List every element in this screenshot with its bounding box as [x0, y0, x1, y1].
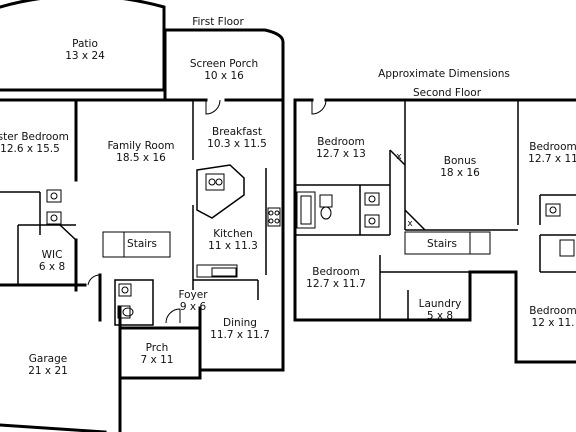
first-floor-heading: First Floor — [192, 16, 244, 28]
hatch-mark: x — [407, 219, 413, 229]
approx-dimensions-heading: Approximate Dimensions — [378, 68, 510, 80]
second-floor-heading: Second Floor — [412, 87, 482, 99]
room-label-stairs-second: Stairs — [427, 238, 457, 250]
room-label-stairs-first: Stairs — [127, 238, 157, 250]
hatch-mark: x — [396, 152, 402, 162]
first-floor-walls — [0, 0, 285, 432]
second-floor-walls — [293, 98, 576, 364]
